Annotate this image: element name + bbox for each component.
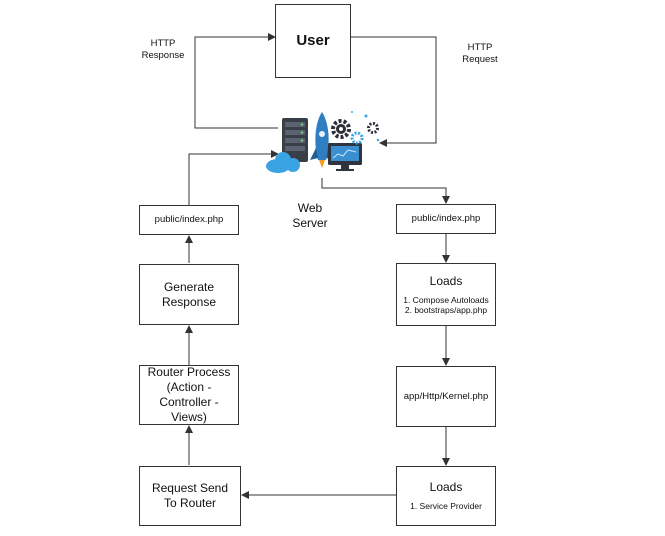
- request-send-box: Request Send To Router: [139, 466, 241, 526]
- left-index-php-box: public/index.php: [139, 205, 239, 235]
- monitor-icon: [328, 143, 362, 171]
- server-rack-icon: [282, 118, 308, 162]
- generate-response-label: Generate Response: [161, 279, 217, 309]
- cloud-icon: [266, 152, 300, 173]
- right-index-php-box: public/index.php: [396, 204, 496, 234]
- http-request-label: HTTP Request: [462, 42, 498, 65]
- user-label: User: [296, 32, 330, 49]
- loads-2-title: Loads: [429, 480, 463, 495]
- generate-response-box: Generate Response: [139, 264, 239, 325]
- loads-autoloads-box: Loads 1. Compose Autoloads 2. bootstraps…: [396, 263, 496, 326]
- gear-icon: [331, 111, 380, 145]
- kernel-box: app/Http/Kernel.php: [396, 366, 496, 427]
- router-process-box: Router Process (Action - Controller - Vi…: [139, 365, 239, 425]
- arrow-response-to-user: [194, 33, 278, 129]
- connectors: [185, 33, 450, 499]
- http-response-label: HTTP Response: [141, 38, 185, 61]
- loads-items: 1. Compose Autoloads 2. bootstraps/app.p…: [403, 294, 489, 316]
- user-box: User: [275, 4, 351, 78]
- web-server-illustration: [266, 111, 380, 173]
- loads-service-provider-box: Loads 1. Service Provider: [396, 466, 496, 526]
- web-server-label: Web Server: [292, 201, 328, 230]
- loads-title: Loads: [429, 273, 463, 288]
- request-send-label: Request Send To Router: [151, 481, 229, 510]
- arrow-server-to-right-index: [321, 178, 450, 204]
- loads-2-items: 1. Service Provider: [410, 501, 482, 512]
- arrow-left-index-to-server: [188, 150, 279, 205]
- kernel-label: app/Http/Kernel.php: [403, 390, 489, 402]
- right-index-php-label: public/index.php: [411, 213, 481, 224]
- arrow-request-to-server: [351, 36, 437, 147]
- router-process-label: Router Process (Action - Controller - Vi…: [147, 365, 231, 424]
- left-index-php-label: public/index.php: [154, 214, 224, 225]
